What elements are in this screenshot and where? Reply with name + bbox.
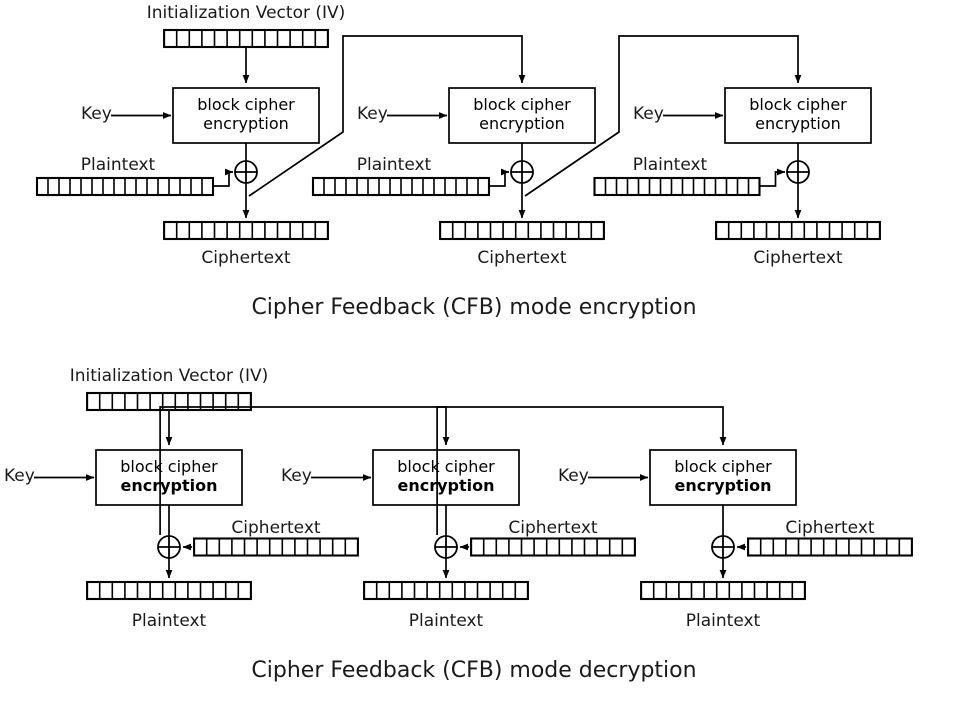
dec-plaintext-label-3: Plaintext — [685, 611, 761, 631]
encryption-iv-label: Initialization Vector (IV) — [146, 3, 346, 23]
dec-ciphertext-bar-1 — [193, 537, 359, 557]
enc-ciphertext-label-2: Ciphertext — [477, 248, 567, 268]
enc-plaintext-label-3: Plaintext — [632, 155, 708, 175]
enc-ciphertext-bar-2 — [439, 220, 605, 241]
dec-cipher-line2-3: encryption — [674, 476, 772, 495]
enc-plaintext-to-xor-1 — [213, 168, 234, 187]
enc-ciphertext-label-3: Ciphertext — [753, 248, 843, 268]
dec-plaintext-label-2: Plaintext — [408, 611, 484, 631]
enc-cipher-line1-2: block cipher — [473, 95, 571, 114]
dec-ciphertext-label-1: Ciphertext — [231, 518, 321, 538]
dec-cipher-box-label-2: block cipher encryption — [397, 457, 495, 495]
dec-ciphertext-bar-2 — [470, 537, 636, 557]
enc-cipher-box-label-1: block cipher encryption — [197, 95, 295, 133]
enc-cipher-line2-2: encryption — [479, 114, 565, 133]
dec-plaintext-label-1: Plaintext — [131, 611, 207, 631]
enc-cipher-box-1 — [172, 87, 320, 144]
enc-key-label-3: Key — [633, 104, 664, 124]
dec-cipher-line1-3: block cipher — [674, 457, 772, 476]
enc-feedback-path-2 — [524, 35, 802, 197]
dec-cipher-line1-2: block cipher — [397, 457, 495, 476]
enc-plaintext-to-xor-3 — [759, 168, 786, 187]
enc-plaintext-to-xor-2 — [489, 168, 510, 187]
dec-cipher-box-1 — [95, 449, 243, 506]
dec-feedback-path-2 — [436, 406, 727, 535]
enc-feedback-path-1 — [248, 35, 526, 197]
enc-cipher-box-2 — [448, 87, 596, 144]
enc-cipher-line2-3: encryption — [755, 114, 841, 133]
dec-feedback-path-1 — [159, 406, 450, 535]
enc-cipher-line2-1: encryption — [203, 114, 289, 133]
dec-key-label-2: Key — [281, 466, 312, 486]
enc-key-label-2: Key — [357, 104, 388, 124]
encryption-caption: Cipher Feedback (CFB) mode encryption — [251, 295, 697, 320]
dec-plaintext-bar-2 — [363, 580, 529, 601]
dec-cipher-line1-1: block cipher — [120, 457, 218, 476]
dec-cipher-line2-1: encryption — [120, 476, 218, 495]
enc-ciphertext-label-1: Ciphertext — [201, 248, 291, 268]
dec-key-label-3: Key — [558, 466, 589, 486]
decryption-iv-label: Initialization Vector (IV) — [69, 366, 269, 386]
dec-ciphertext-label-2: Ciphertext — [508, 518, 598, 538]
enc-key-label-1: Key — [81, 104, 112, 124]
enc-cipher-box-3 — [724, 87, 872, 144]
dec-plaintext-bar-1 — [86, 580, 252, 601]
dec-ciphertext-label-3: Ciphertext — [785, 518, 875, 538]
enc-cipher-box-label-3: block cipher encryption — [749, 95, 847, 133]
dec-cipher-box-label-3: block cipher encryption — [674, 457, 772, 495]
enc-cipher-box-label-2: block cipher encryption — [473, 95, 571, 133]
dec-cipher-line2-2: encryption — [397, 476, 495, 495]
dec-cipher-box-label-1: block cipher encryption — [120, 457, 218, 495]
dec-key-label-1: Key — [4, 466, 35, 486]
enc-plaintext-bar-3 — [593, 176, 761, 197]
enc-ciphertext-bar-1 — [163, 220, 329, 241]
enc-plaintext-label-1: Plaintext — [80, 155, 156, 175]
dec-cipher-box-3 — [649, 449, 797, 506]
enc-cipher-line1-1: block cipher — [197, 95, 295, 114]
enc-plaintext-label-2: Plaintext — [356, 155, 432, 175]
dec-ciphertext-bar-3 — [747, 537, 913, 557]
decryption-caption: Cipher Feedback (CFB) mode decryption — [251, 658, 697, 683]
dec-plaintext-bar-3 — [640, 580, 806, 601]
enc-cipher-line1-3: block cipher — [749, 95, 847, 114]
enc-ciphertext-bar-3 — [715, 220, 881, 241]
